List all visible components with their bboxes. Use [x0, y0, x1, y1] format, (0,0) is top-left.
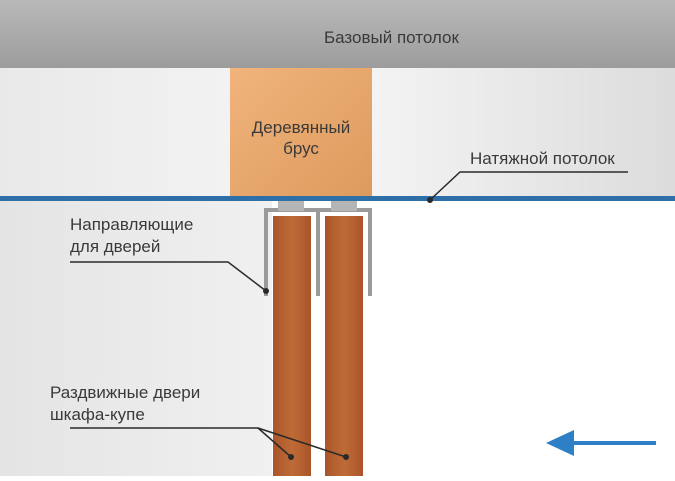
room-left-wall-area: [0, 200, 272, 476]
guide-mount-right: [331, 201, 357, 211]
wood-beam-label-line2: брус: [283, 139, 319, 158]
wood-beam-label-line1: Деревянный: [251, 118, 351, 137]
sliding-doors-label-line2: шкафа-купе: [50, 405, 145, 424]
sliding-door-panel-2: [325, 216, 363, 476]
wood-beam: [230, 68, 372, 198]
sliding-doors-label-line1: Раздвижные двери: [50, 383, 201, 402]
door-guides-label-line1: Направляющие: [70, 215, 194, 234]
guide-mount-left: [278, 201, 304, 211]
base-ceiling-label: Базовый потолок: [324, 28, 459, 47]
leader-lines: [70, 171, 628, 458]
base-ceiling-slab: [0, 0, 675, 68]
left-arrow-icon: [546, 430, 656, 456]
sliding-door-panel-1: [273, 216, 311, 476]
stretch-ceiling-label: Натяжной потолок: [470, 149, 615, 168]
door-guides-label-line2: для дверей: [70, 237, 161, 256]
stretch-ceiling-film: [0, 196, 675, 201]
leader-dots: [263, 197, 433, 460]
